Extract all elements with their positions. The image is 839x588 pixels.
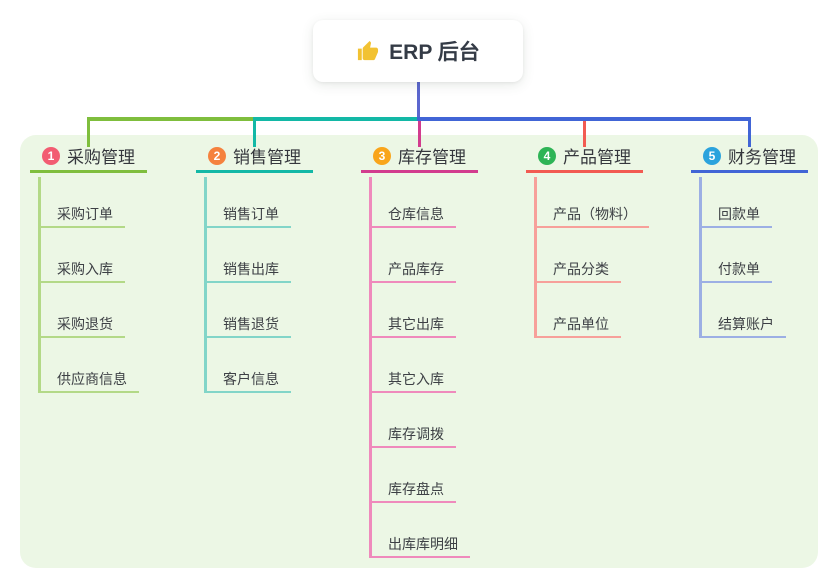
branch-1-child-4[interactable]: 供应商信息	[38, 368, 139, 393]
root-node[interactable]: ERP 后台	[313, 20, 523, 82]
branch-node-3[interactable]: 3 库存管理	[361, 146, 478, 173]
branch-node-2[interactable]: 2 销售管理	[196, 146, 313, 173]
connector-bus-branch-2	[253, 117, 420, 121]
branch-2-number-badge: 2	[208, 146, 226, 165]
branch-4-trunk-line	[534, 177, 537, 338]
branch-5-child-2[interactable]: 付款单	[699, 258, 772, 283]
branch-4-child-3[interactable]: 产品单位	[534, 313, 621, 338]
branch-3-child-1[interactable]: 仓库信息	[369, 203, 456, 228]
branch-1-child-1[interactable]: 采购订单	[38, 203, 125, 228]
thumbs-up-icon	[358, 40, 379, 60]
branch-5-trunk-line	[699, 177, 702, 338]
branch-1-trunk-line	[38, 177, 41, 393]
branch-5-label: 财务管理	[728, 148, 796, 167]
branch-2-child-1[interactable]: 销售订单	[204, 203, 291, 228]
branch-5-child-3[interactable]: 结算账户	[699, 313, 786, 338]
branch-4-number-badge: 4	[538, 146, 556, 165]
branch-node-4[interactable]: 4 产品管理	[526, 146, 643, 173]
branch-4-label: 产品管理	[563, 148, 631, 167]
connector-drop-branch-3	[418, 121, 421, 147]
connector-drop-branch-2	[253, 121, 256, 147]
branch-1-child-2[interactable]: 采购入库	[38, 258, 125, 283]
branch-node-1[interactable]: 1 采购管理	[30, 146, 147, 173]
connector-drop-branch-4	[583, 121, 586, 147]
branch-5-child-1[interactable]: 回款单	[699, 203, 772, 228]
branch-5-number-badge: 5	[703, 146, 721, 165]
branch-3-child-5[interactable]: 库存调拨	[369, 423, 456, 448]
branch-2-child-4[interactable]: 客户信息	[204, 368, 291, 393]
branch-3-child-4[interactable]: 其它入库	[369, 368, 456, 393]
branch-2-child-2[interactable]: 销售出库	[204, 258, 291, 283]
branch-3-child-3[interactable]: 其它出库	[369, 313, 456, 338]
branch-4-child-1[interactable]: 产品（物料）	[534, 203, 649, 228]
branch-2-trunk-line	[204, 177, 207, 393]
connector-drop-branch-5	[748, 121, 751, 147]
branch-node-5[interactable]: 5 财务管理	[691, 146, 808, 173]
branch-3-number-badge: 3	[373, 146, 391, 165]
connector-drop-branch-1	[87, 121, 90, 147]
connector-bus-branch-5	[416, 117, 751, 121]
branch-3-child-6[interactable]: 库存盘点	[369, 478, 456, 503]
branch-3-trunk-line	[369, 177, 372, 558]
branch-2-child-3[interactable]: 销售退货	[204, 313, 291, 338]
branch-2-label: 销售管理	[233, 148, 301, 167]
connector-root-drop	[416, 82, 420, 121]
branch-1-child-3[interactable]: 采购退货	[38, 313, 125, 338]
branch-1-label: 采购管理	[67, 148, 135, 167]
branch-3-child-2[interactable]: 产品库存	[369, 258, 456, 283]
branch-4-child-2[interactable]: 产品分类	[534, 258, 621, 283]
branch-3-label: 库存管理	[398, 148, 466, 167]
root-node-label: ERP 后台	[389, 41, 480, 64]
branch-1-number-badge: 1	[42, 146, 60, 165]
branch-3-child-7[interactable]: 出库库明细	[369, 533, 470, 558]
mindmap-canvas-panel	[20, 135, 818, 568]
